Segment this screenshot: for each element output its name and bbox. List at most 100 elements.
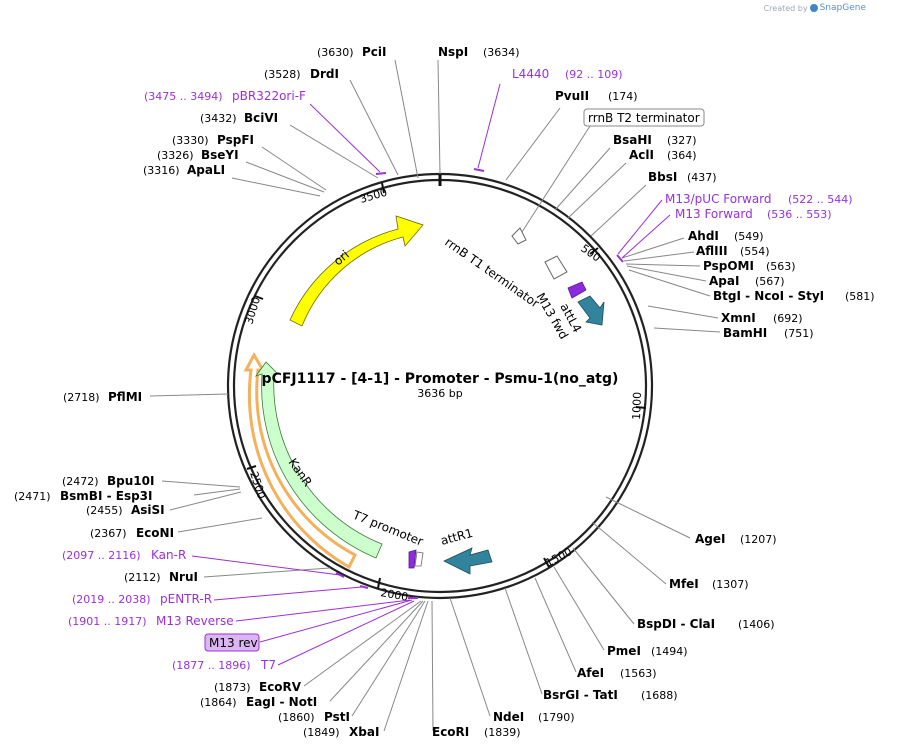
site-name-eagi-noti: EagI - NotI bbox=[246, 695, 317, 709]
site-pos-bspdi-clai: (1406) bbox=[738, 618, 775, 631]
leader-pcii bbox=[394, 59, 419, 179]
t7-promoter-feature bbox=[408, 549, 417, 569]
leader-asisi bbox=[169, 491, 242, 511]
leader-bpu10i bbox=[161, 480, 241, 488]
site-pos-xmni: (692) bbox=[773, 312, 803, 325]
site-name-bseyi: BseYI bbox=[201, 148, 239, 162]
primer-leader-pentr-r bbox=[213, 586, 363, 601]
site-pos-bbsi: (437) bbox=[687, 171, 717, 184]
site-pos-afei: (1563) bbox=[620, 667, 657, 680]
primer-name-m13-reverse: M13 Reverse bbox=[156, 614, 234, 628]
site-name-bpu10i: Bpu10I bbox=[107, 474, 154, 488]
site-pos-ecorv: (1873) bbox=[214, 681, 251, 694]
site-pos-eagi-noti: (1864) bbox=[200, 696, 237, 709]
tick-3000 bbox=[254, 295, 264, 300]
primer-pos-m13-puc: (522 .. 544) bbox=[788, 193, 853, 206]
kanr-arrow bbox=[254, 361, 383, 559]
site-pos-bsmbi-esp3i: (2471) bbox=[14, 490, 51, 503]
tick-marks bbox=[246, 182, 647, 589]
site-pos-pspfi: (3330) bbox=[172, 134, 209, 147]
primer-pos-t7: (1877 .. 1896) bbox=[172, 659, 251, 672]
plasmid-name: pCFJ1117 - [4-1] - Promoter - Psmu-1(no_… bbox=[262, 371, 619, 387]
ori-arrow bbox=[289, 215, 424, 327]
rrnb-t2-label: rrnB T2 terminator bbox=[588, 111, 700, 125]
tick-label-2000: 2000 bbox=[379, 586, 409, 604]
tick-3500 bbox=[381, 182, 385, 194]
primer-pos-pbr322: (3475 .. 3494) bbox=[144, 90, 223, 103]
leader-pspfi bbox=[261, 146, 327, 191]
primer-name-t7: T7 bbox=[260, 658, 276, 672]
site-name-bcivi: BciVI bbox=[244, 111, 278, 125]
primer-mark-l4440 bbox=[473, 168, 485, 172]
site-name-mfei: MfeI bbox=[669, 577, 699, 591]
leader-agei bbox=[605, 496, 691, 539]
site-name-econi: EcoNI bbox=[136, 526, 174, 540]
leader-nrui bbox=[203, 567, 331, 578]
site-name-bsrgi-tati: BsrGI - TatI bbox=[543, 688, 618, 702]
site-pos-econi: (2367) bbox=[90, 527, 127, 540]
kanr-highlight bbox=[243, 351, 357, 570]
site-name-bspdi-clai: BspDI - ClaI bbox=[637, 617, 715, 631]
site-pos-nrui: (2112) bbox=[124, 571, 161, 584]
leader-bcivi bbox=[289, 124, 379, 179]
site-name-psti: PstI bbox=[324, 710, 350, 724]
rrnb-t1-label: rrnB T1 terminator bbox=[442, 235, 542, 311]
site-name-afei: AfeI bbox=[577, 666, 604, 680]
site-name-agei: AgeI bbox=[695, 532, 725, 546]
leader-pspomi bbox=[625, 263, 701, 267]
site-pos-agei: (1207) bbox=[740, 533, 777, 546]
site-pos-mfei: (1307) bbox=[712, 578, 749, 591]
leader-acli bbox=[567, 162, 627, 219]
site-name-btgi-ncoi-styi: BtgI - NcoI - StyI bbox=[713, 289, 824, 303]
site-name-nrui: NruI bbox=[169, 570, 198, 584]
primer-leader-kan-r bbox=[191, 555, 341, 576]
primer-mark-m13-fwd bbox=[616, 254, 624, 263]
primer-name-pbr322: pBR322ori-F bbox=[232, 89, 306, 103]
leader-eagi bbox=[329, 600, 424, 702]
site-name-pspfi: PspFI bbox=[217, 133, 254, 147]
site-name-acli: AclI bbox=[629, 148, 654, 162]
site-pos-ahdi: (549) bbox=[734, 230, 764, 243]
tick-500 bbox=[589, 247, 599, 255]
leader-pmei bbox=[553, 566, 605, 651]
site-name-ecori: EcoRI bbox=[432, 725, 469, 739]
rrnb-t1-feature-icon bbox=[544, 255, 568, 280]
plasmid-size: 3636 bp bbox=[417, 387, 462, 400]
site-name-pmei: PmeI bbox=[607, 644, 641, 658]
tick-label-1000: 1000 bbox=[630, 392, 644, 420]
primer-leader-lines bbox=[191, 83, 671, 666]
site-pos-pspomi: (563) bbox=[766, 260, 796, 273]
credit-brand: SnapGene bbox=[819, 3, 866, 13]
leader-rrnb-t2 bbox=[521, 125, 591, 233]
site-name-pcii: PciI bbox=[362, 45, 387, 59]
site-pos-drdi: (3528) bbox=[264, 68, 301, 81]
site-pos-afliii: (554) bbox=[740, 245, 770, 258]
tick-2000 bbox=[377, 577, 381, 589]
leader-bseyi bbox=[245, 161, 325, 193]
tick-2500 bbox=[246, 465, 257, 470]
primer-pos-m13-forward: (536 .. 553) bbox=[767, 208, 832, 221]
site-name-apai: ApaI bbox=[709, 274, 739, 288]
leader-mfei bbox=[591, 521, 667, 585]
site-pos-bamhi: (751) bbox=[784, 327, 814, 340]
leader-pvuii bbox=[505, 107, 561, 181]
site-name-pvuii: PvuII bbox=[555, 89, 589, 103]
site-pos-pcii: (3630) bbox=[317, 46, 354, 59]
site-pos-ecori: (1839) bbox=[484, 726, 521, 739]
leader-pflmi bbox=[149, 393, 229, 397]
leader-drdi bbox=[349, 79, 399, 176]
primer-leader-l4440 bbox=[477, 83, 501, 169]
leader-bspdi bbox=[572, 547, 635, 625]
leader-bbsi bbox=[590, 184, 647, 237]
site-name-ndei: NdeI bbox=[493, 710, 524, 724]
site-name-drdi: DrdI bbox=[310, 67, 339, 81]
site-pos-pmei: (1494) bbox=[651, 645, 688, 658]
leader-nspi bbox=[437, 59, 441, 175]
leader-ndei bbox=[449, 597, 491, 717]
snapgene-logo-icon bbox=[809, 4, 818, 12]
primer-mark-pbr322 bbox=[375, 172, 387, 175]
snapgene-credit: Created by SnapGene bbox=[764, 3, 866, 13]
attr1-arrow bbox=[443, 547, 493, 575]
primer-name-m13-puc: M13/pUC Forward bbox=[665, 192, 772, 206]
